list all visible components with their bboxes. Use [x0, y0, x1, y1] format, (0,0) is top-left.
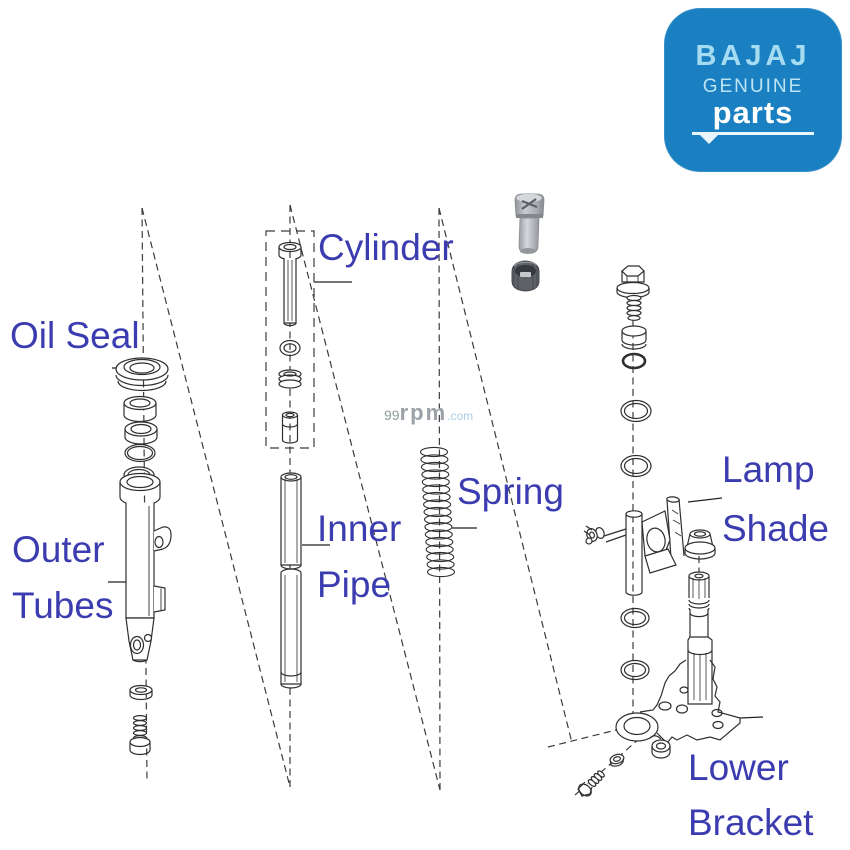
logo-brand-text: BAJAJ: [695, 40, 811, 72]
inner-pipe-part: [280, 472, 302, 689]
spring-seat: [278, 369, 302, 389]
logo-underline: [692, 132, 814, 144]
label-lower-bracket-line2: Bracket: [688, 802, 814, 843]
steering-stem: [687, 571, 713, 705]
watermark-prefix: 99: [384, 407, 400, 423]
cone-race-collar: [684, 529, 716, 560]
construction-lines: [141, 204, 700, 796]
logo-underline-arrow-icon: [700, 135, 718, 144]
watermark-mid: rpm: [399, 400, 448, 425]
top-bushing-3d: [511, 260, 540, 292]
hex-bolt-part: [616, 265, 650, 321]
watermark-suffix: .com: [447, 409, 474, 423]
bajaj-genuine-parts-logo: BAJAJ GENUINE parts: [664, 8, 842, 172]
cylinder-washer: [279, 339, 301, 357]
lower-bracket-part: [615, 659, 741, 759]
label-outer-tubes-line1: Outer: [12, 529, 105, 570]
oil-seal-part: [115, 357, 169, 392]
label-lower-bracket: Lower Bracket: [688, 740, 813, 850]
label-outer-tubes: Outer Tubes: [12, 522, 113, 634]
cylinder-part: [278, 241, 302, 327]
lamp-shade-bracket: [583, 496, 685, 596]
label-lamp-shade: Lamp Shade: [722, 440, 829, 558]
label-lamp-shade-line1: Lamp: [722, 449, 815, 490]
label-inner-pipe: Inner Pipe: [317, 501, 401, 613]
logo-parts-text: parts: [712, 95, 794, 130]
stem-orings: [620, 607, 650, 681]
drain-bolt-part: [129, 684, 153, 756]
top-bolt-3d: [514, 193, 545, 254]
label-spring: Spring: [457, 471, 564, 512]
seal-washer-stack: [123, 395, 158, 484]
washer-and-orings: [620, 325, 652, 478]
cylinder-group-box: [265, 230, 315, 449]
label-outer-tubes-line2: Tubes: [12, 585, 114, 626]
label-oil-seal: Oil Seal: [10, 315, 140, 356]
watermark: 99 rpm .com: [384, 400, 473, 426]
fork-spring-part: [419, 446, 456, 578]
label-inner-pipe-line1: Inner: [317, 508, 402, 549]
stem-bolt-and-nut: [577, 753, 625, 797]
rebound-cushion: [281, 411, 299, 444]
label-cylinder: Cylinder: [318, 227, 454, 268]
label-inner-pipe-line2: Pipe: [317, 564, 392, 605]
logo-genuine-text: GENUINE: [702, 76, 804, 97]
label-lamp-shade-line2: Shade: [722, 508, 829, 549]
outer-tube-part: [119, 472, 172, 663]
label-lower-bracket-line1: Lower: [688, 747, 789, 788]
